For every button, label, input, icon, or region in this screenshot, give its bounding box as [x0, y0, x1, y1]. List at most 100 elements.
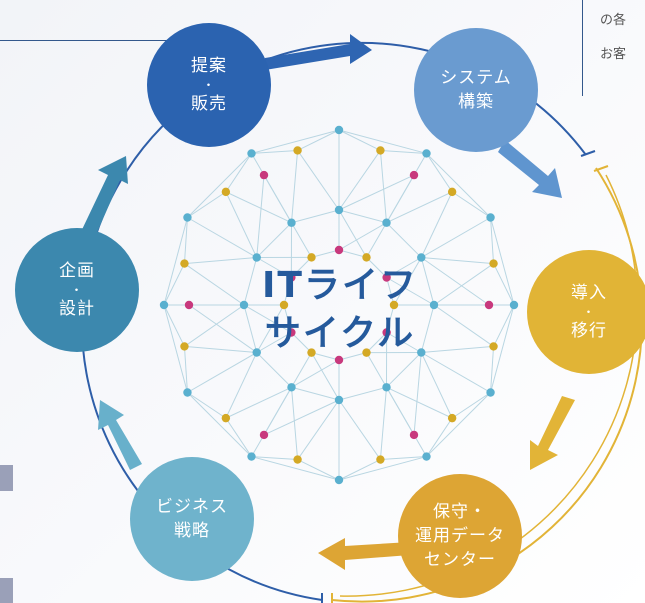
node-label: システム — [440, 68, 512, 88]
network-node — [409, 170, 419, 180]
network-edge — [184, 263, 245, 306]
network-edge — [420, 352, 453, 419]
arrow-intro-to-maintenance — [530, 396, 575, 470]
network-node — [287, 383, 296, 392]
outer-ring-gold — [331, 167, 643, 603]
network-node — [221, 413, 231, 423]
network-node — [376, 146, 385, 155]
network-edge — [490, 346, 495, 393]
node-maintenance-datacenter[interactable]: 保守・ 運用データ センター — [398, 474, 522, 598]
network-edge — [366, 257, 387, 278]
network-node — [287, 218, 296, 227]
network-node — [334, 475, 344, 485]
network-edge — [297, 399, 340, 460]
node-separator: ・ — [70, 283, 84, 297]
network-edge — [225, 417, 252, 457]
network-edge — [225, 386, 292, 419]
network-edge — [338, 129, 381, 151]
network-edge — [251, 456, 340, 481]
network-edge — [225, 352, 258, 419]
node-label: 保守・ — [433, 502, 487, 522]
network-edge — [163, 304, 185, 347]
network-node — [422, 452, 431, 461]
network-node — [489, 259, 498, 268]
network-edge — [490, 217, 495, 264]
node-label: 企画 — [59, 261, 95, 281]
network-edge — [386, 222, 422, 258]
node-separator: ・ — [202, 78, 216, 92]
network-node — [382, 328, 391, 337]
network-edge — [386, 332, 422, 353]
network-node — [334, 355, 344, 365]
network-edge — [297, 150, 340, 211]
network-edge — [184, 257, 257, 265]
network-node — [362, 253, 371, 262]
side-tab[interactable] — [0, 465, 13, 491]
network-edge — [421, 352, 491, 393]
network-edge — [413, 352, 422, 435]
network-edge — [291, 222, 312, 258]
network-edge — [291, 209, 340, 224]
network-edge — [256, 332, 292, 353]
network-edge — [420, 257, 435, 306]
network-edge — [291, 386, 340, 401]
node-label: 戦略 — [174, 521, 210, 541]
network-edge — [338, 386, 387, 401]
network-node — [334, 245, 344, 255]
network-edge — [451, 191, 491, 218]
arrow-proposal-to-system — [265, 34, 372, 70]
header-divider — [0, 40, 182, 41]
node-label: 運用データ — [415, 526, 505, 546]
network-node — [389, 300, 399, 310]
node-system-build[interactable]: システム 構築 — [414, 28, 538, 152]
network-edge — [311, 352, 340, 401]
side-tab[interactable] — [0, 578, 13, 603]
side-text: の各 お客 — [600, 4, 626, 72]
node-proposal-sales[interactable]: 提案 ・ 販売 — [147, 23, 271, 147]
network-edge — [187, 217, 257, 258]
network-edge — [291, 332, 312, 353]
network-node — [334, 125, 344, 135]
network-edge — [420, 191, 453, 258]
network-node — [447, 413, 457, 423]
network-edge — [225, 191, 292, 224]
network-edge — [256, 304, 285, 353]
network-node — [307, 253, 316, 262]
network-node — [183, 213, 192, 222]
network-edge — [366, 222, 387, 258]
network-edge — [297, 129, 340, 151]
network-node — [486, 213, 495, 222]
node-label: 販売 — [191, 94, 227, 114]
network-node — [362, 348, 371, 357]
network-edge — [386, 257, 422, 278]
network-edge — [426, 417, 453, 457]
network-edge — [393, 257, 422, 306]
network-edge — [338, 456, 427, 481]
network-edge — [163, 263, 185, 306]
node-introduction-migration[interactable]: 導入 ・ 移行 — [527, 250, 645, 374]
network-edge — [380, 456, 427, 461]
network-nodes — [159, 125, 519, 485]
network-edge — [187, 392, 227, 419]
network-edge — [187, 392, 252, 457]
network-node — [247, 149, 256, 158]
network-edge — [291, 257, 312, 278]
network-node — [259, 170, 269, 180]
node-business-strategy[interactable]: ビジネス 戦略 — [130, 457, 254, 581]
network-edge — [263, 174, 292, 223]
network-edge — [338, 459, 381, 481]
network-edge — [386, 277, 435, 306]
network-node — [484, 300, 494, 310]
network-edge — [225, 153, 252, 193]
network-edge — [297, 459, 340, 481]
network-edge — [433, 304, 494, 347]
ring-end-cap — [580, 150, 596, 157]
network-edge — [291, 150, 299, 223]
node-planning-design[interactable]: 企画 ・ 設計 — [15, 228, 139, 352]
network-edge — [386, 386, 453, 419]
node-label: ビジネス — [156, 497, 228, 517]
network-node — [239, 300, 249, 310]
network-edge — [291, 387, 299, 460]
network-edge — [490, 304, 515, 393]
network-edge — [263, 387, 292, 436]
